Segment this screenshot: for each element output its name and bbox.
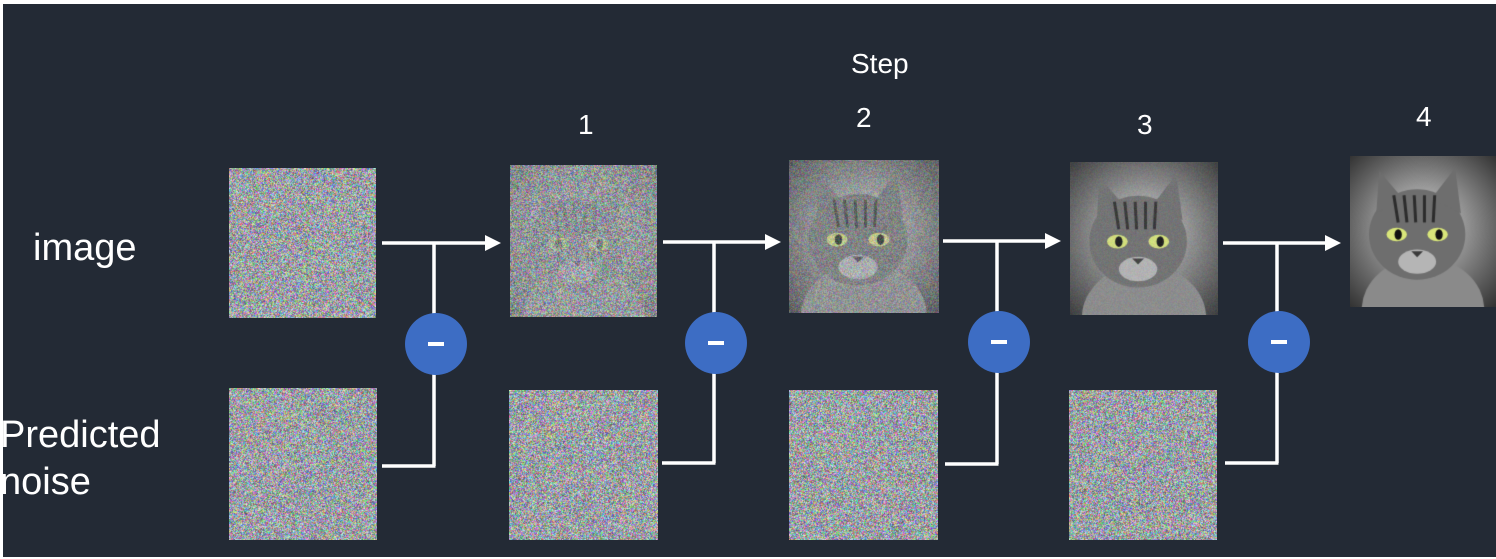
denoise-step-connector [662, 234, 781, 465]
initial-noise-image [229, 168, 376, 318]
minus-circle-icon [968, 311, 1030, 373]
minus-sign [428, 342, 444, 346]
minus-sign [708, 341, 724, 345]
arrow-right-icon [765, 234, 781, 250]
minus-sign [1271, 340, 1287, 344]
arrow-right-icon [1325, 235, 1341, 251]
denoise-step-connector [943, 233, 1061, 466]
step-number-3: 3 [1137, 109, 1153, 140]
step-1-image [510, 165, 657, 317]
predicted-noise-image [789, 390, 938, 540]
step-4-image [1350, 156, 1496, 307]
predicted-noise-image [229, 388, 377, 540]
step-number-2: 2 [856, 102, 872, 133]
step-3-image [1070, 162, 1218, 315]
denoise-step-connector [1223, 235, 1341, 465]
image-row-label: image [33, 227, 137, 269]
minus-sign [991, 340, 1007, 344]
predicted-noise-image [509, 390, 658, 540]
predicted-noise-row-label: Predicted noise [0, 412, 161, 506]
predicted-noise-label-line2: noise [0, 461, 91, 504]
predicted-noise-label-line1: Predicted [0, 414, 161, 456]
arrow-right-icon [485, 235, 501, 251]
step-axis-title: Step [851, 48, 909, 79]
minus-circle-icon [405, 313, 467, 375]
step-2-image [789, 160, 939, 313]
arrow-right-icon [1045, 233, 1061, 249]
step-number-4: 4 [1416, 101, 1432, 132]
step-number-1: 1 [578, 109, 594, 140]
denoise-step-connector [382, 235, 501, 468]
minus-circle-icon [685, 312, 747, 374]
predicted-noise-image [1069, 390, 1217, 540]
minus-circle-icon [1248, 311, 1310, 373]
